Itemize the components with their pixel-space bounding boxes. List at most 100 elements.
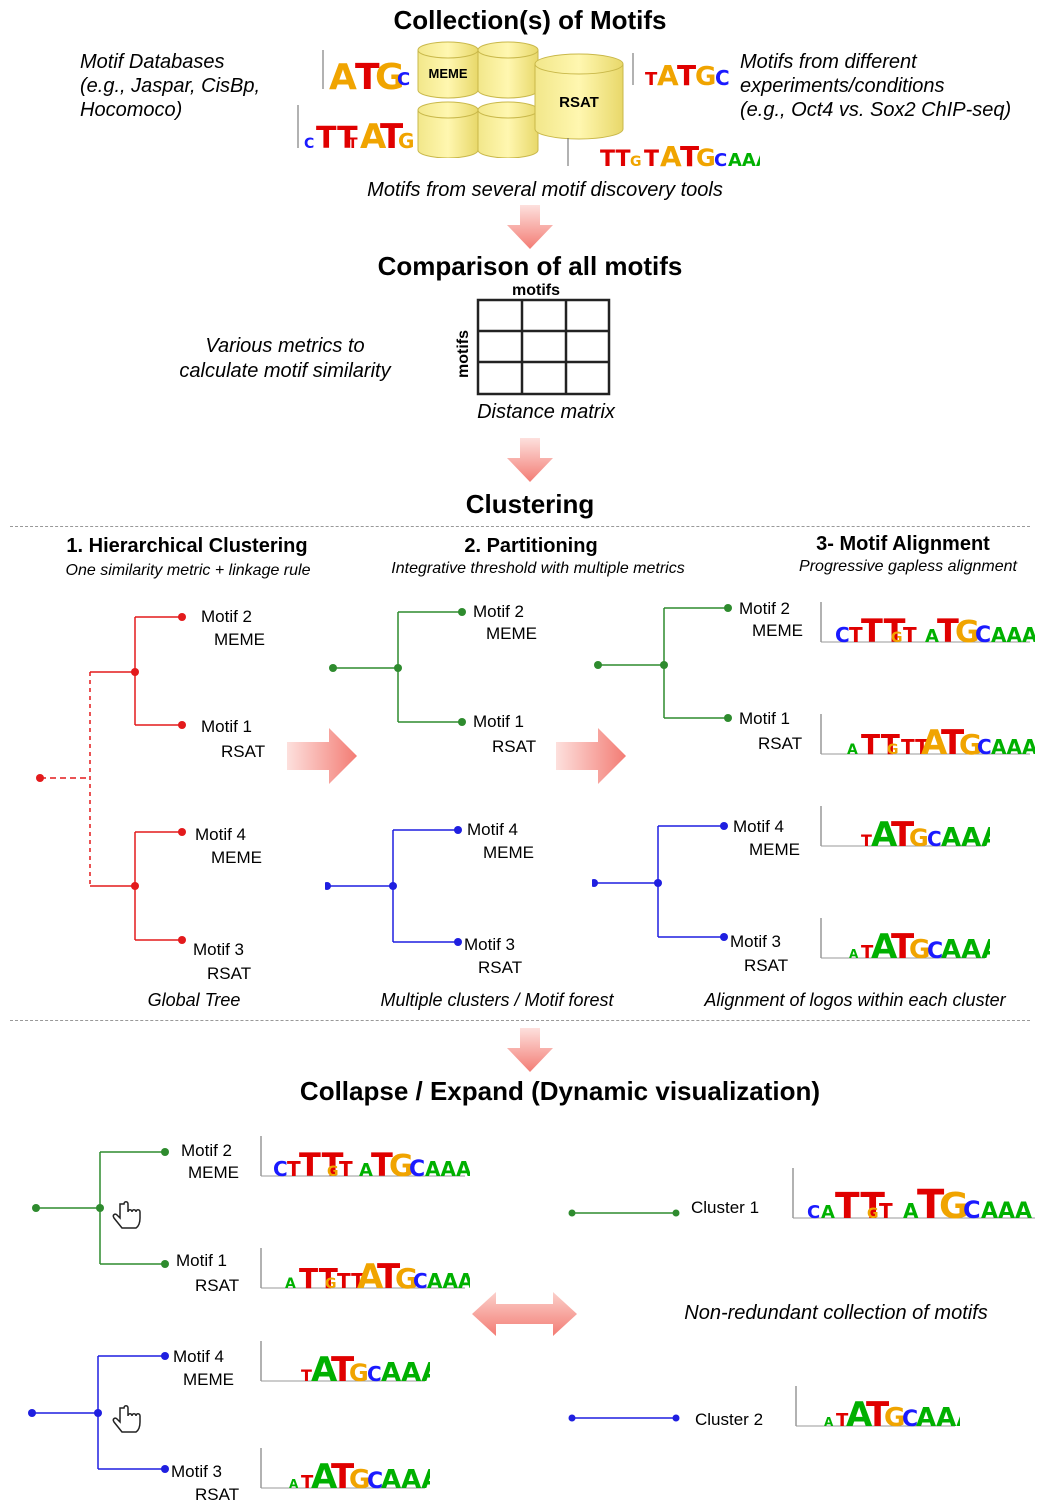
tree2-motif4-tool: MEME [483,843,534,862]
svg-text:T: T [891,927,915,967]
svg-text:G: G [909,824,929,852]
svg-text:TT: TT [299,1262,338,1295]
tree2-motif3-tool: RSAT [478,958,523,977]
svg-text:G: G [867,1206,879,1222]
svg-text:AAA: AAA [381,1465,430,1495]
svg-text:G: G [909,935,930,965]
expanded-motif4-name: Motif 4 [173,1347,225,1366]
expanded-motif4-tool: MEME [183,1370,234,1389]
svg-text:T: T [861,831,872,850]
svg-text:AAA: AAA [425,1157,470,1181]
tree1-motif2-name: Motif 2 [201,607,253,626]
expanded-trees[interactable] [28,1140,173,1490]
tree2-motif3-name: Motif 3 [464,935,516,954]
svg-text:T: T [903,623,917,647]
separator-top [10,526,1030,527]
matrix-col-label: motifs [512,282,560,299]
svg-text:AAA: AAA [981,1199,1032,1224]
method-3-caption: Alignment of logos within each cluster [704,990,1006,1010]
hand-pointer-icon-2[interactable] [110,1404,146,1440]
svg-text:A: A [660,140,682,173]
svg-text:G: G [955,615,980,650]
svg-text:G: G [959,728,982,761]
svg-text:A: A [921,723,948,763]
svg-text:AAA: AAA [941,823,990,853]
svg-text:G: G [891,630,903,646]
svg-text:A: A [871,815,898,855]
svg-text:TT: TT [835,1186,885,1227]
tree2-motif2-name: Motif 2 [473,602,525,621]
method-1-caption: Global Tree [147,990,241,1010]
svg-text:A: A [657,59,679,92]
svg-text:AAA: AAA [916,1403,960,1433]
svg-text:T: T [941,723,965,763]
method-2-subtitle: Integrative threshold with multiple metr… [391,560,685,577]
svg-text:T: T [301,1472,314,1493]
svg-text:T: T [377,1257,401,1297]
tree1-motif1-tool: RSAT [221,742,266,761]
hand-pointer-icon[interactable] [110,1200,146,1236]
double-arrow [472,1292,577,1336]
separator-bottom [10,1020,1030,1021]
svg-text:A: A [311,1350,338,1390]
tree3-motif3-name: Motif 3 [730,932,782,951]
tree1-motif4-tool: MEME [211,848,262,867]
distance-matrix-grid [476,298,611,396]
svg-text:C: C [714,150,727,171]
svg-text:C: C [807,1202,820,1223]
rsat-db-label: RSAT [559,94,599,111]
svg-text:T: T [861,942,874,963]
svg-text:A: A [311,1457,338,1497]
svg-text:C: C [715,66,730,90]
tree3-motif4-name: Motif 4 [733,817,785,836]
svg-text:A: A [289,1477,299,1491]
expanded-motif3-name: Motif 3 [171,1462,223,1481]
expanded-motif1-name: Motif 1 [176,1251,228,1270]
svg-text:T: T [301,1366,312,1385]
tree1-motif2-tool: MEME [214,630,265,649]
svg-text:C: C [835,623,850,647]
tools-caption: Motifs from several motif discovery tool… [367,179,723,201]
matrix-caption: Distance matrix [477,401,615,423]
cluster-2-label[interactable]: Cluster 2 [695,1410,764,1429]
svg-text:G: G [327,1164,339,1180]
matrix-row-label: motifs [455,330,472,378]
svg-text:T: T [339,1157,353,1181]
svg-text:A: A [821,1202,835,1223]
expanded-logo-motif3: AT AT GC AAA [260,1448,430,1497]
metrics-line-1: Various metrics to [205,335,365,357]
experiments-line-2: experiments/conditions [740,75,945,97]
databases-line-2: (e.g., Jaspar, CisBp, [80,75,261,97]
svg-text:TT: TT [861,612,906,650]
svg-text:C: C [963,1196,981,1224]
svg-text:TT: TT [299,1146,344,1184]
svg-text:T: T [331,1457,355,1497]
aligned-logo-motif3: AT AT GC AAA [820,918,990,967]
collapsed-trees[interactable] [566,1205,681,1430]
meme-db-label: MEME [429,66,468,81]
metrics-text: Various metrics to calculate motif simil… [150,334,420,384]
tree1-motif3-tool: RSAT [207,964,252,983]
experiments-line-1: Motifs from different [740,51,917,73]
logo-thumb-1: AT GC [322,50,410,95]
tree2-motif1-name: Motif 1 [473,712,525,731]
svg-text:G: G [884,1403,905,1433]
svg-text:C: C [902,1407,918,1432]
cluster-1-label[interactable]: Cluster 1 [691,1198,760,1217]
comparison-title: Comparison of all motifs [377,251,683,281]
tree3-motif4-tool: MEME [749,840,800,859]
svg-text:A: A [849,947,859,961]
svg-text:A: A [925,626,939,647]
method-2-title: 2. Partitioning [464,535,598,557]
svg-text:C: C [975,623,991,648]
svg-text:T: T [348,136,358,152]
svg-text:G: G [325,1276,337,1292]
svg-text:C: C [304,136,314,152]
svg-text:C: C [927,939,943,964]
svg-text:A: A [357,1257,384,1297]
svg-text:A: A [359,1160,373,1181]
svg-text:T: T [849,623,863,647]
